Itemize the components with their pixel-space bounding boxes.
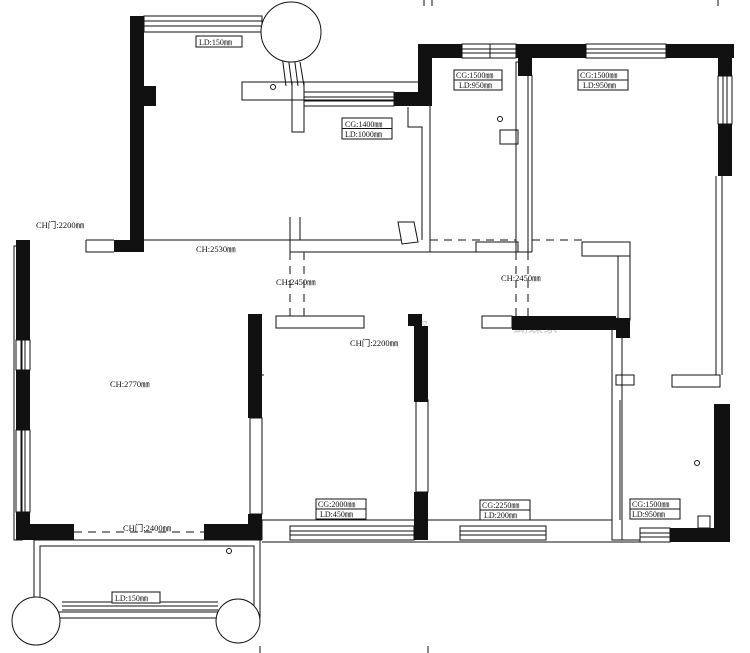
ceiling-label: CH门:2200㎜ — [350, 338, 399, 348]
window-spec-text: CG:1500㎜ — [632, 500, 669, 509]
window-spec-text: CG:1400㎜ — [345, 120, 382, 129]
window-spec-text: CG:1500㎜ — [456, 71, 493, 80]
fixtures — [226, 84, 700, 554]
window-spec-text: LD:1000㎜ — [345, 130, 382, 139]
thin-walls — [13, 61, 723, 543]
window-spec-text: LD:150㎜ — [115, 594, 148, 603]
ceiling-label: CH:2450㎜ — [276, 277, 316, 287]
edge-ticks — [259, 0, 719, 653]
ceiling-label: CH:2530㎜ — [196, 244, 236, 254]
window-spec-text: LD:950㎜ — [459, 81, 492, 90]
dashed-lines — [74, 106, 582, 533]
window-spec-text: LD:150㎜ — [199, 38, 232, 47]
window-spec-text: LD:950㎜ — [583, 81, 616, 90]
ceiling-labels: CH门:2200㎜ CH:2530㎜ CH:2450㎜ CH:2450㎜ CH门… — [36, 220, 541, 533]
ceiling-label: CH门:2400㎜ — [123, 523, 172, 533]
window-spec-boxes — [111, 35, 681, 604]
thick-walls — [16, 16, 734, 542]
ceiling-label: CH:2770㎜ — [110, 379, 150, 389]
window-spec-text: CG:2000㎜ — [318, 500, 355, 509]
windows — [15, 15, 733, 543]
window-spec-text: CG:1500㎜ — [580, 71, 617, 80]
window-spec-text: LD:450㎜ — [320, 510, 353, 519]
window-spec-text: LD:200㎜ — [484, 511, 517, 520]
window-spec-texts: LD:150㎜ CG:1400㎜ LD:1000㎜ CG:1500㎜ LD:95… — [115, 38, 669, 603]
balconies — [11, 1, 322, 646]
window-spec-text: CG:2250㎜ — [482, 501, 519, 510]
ceiling-label: CH门:2200㎜ — [36, 220, 85, 230]
window-spec-text: LD:950㎜ — [632, 510, 665, 519]
ceiling-label: CH:2450㎜ — [501, 273, 541, 283]
